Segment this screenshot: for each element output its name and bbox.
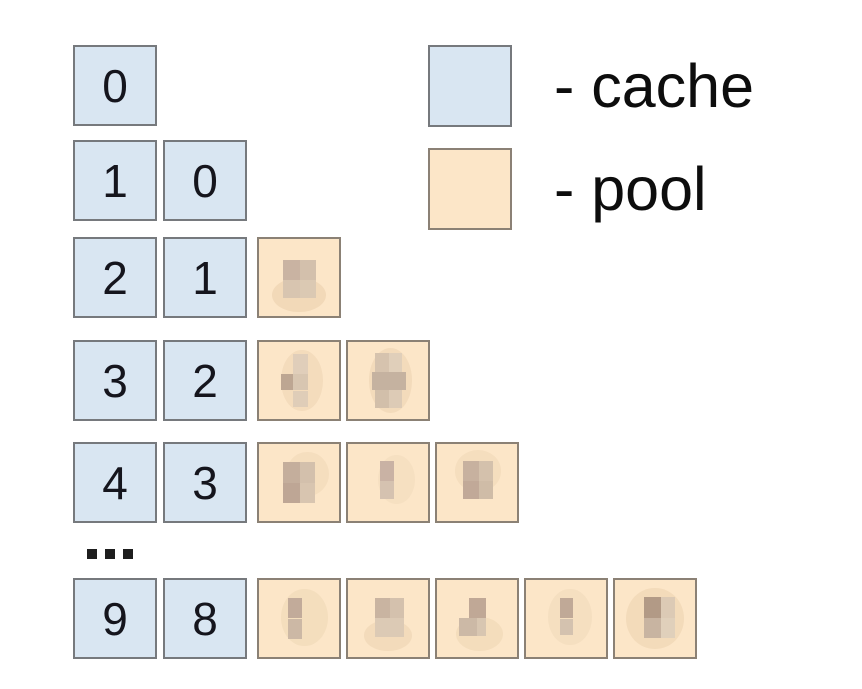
pool-mosaic-cell — [477, 617, 486, 637]
cache-box-label: 1 — [192, 251, 218, 304]
pool-mosaic-cell — [388, 389, 402, 409]
pool-mosaic-cell — [462, 480, 479, 500]
cache-box: 2 — [163, 340, 247, 421]
pool-mosaic-cell — [292, 390, 308, 408]
pool-mosaic-cell — [283, 483, 300, 503]
cache-swatch — [428, 45, 512, 127]
pool-mosaic-cell — [299, 462, 315, 484]
pool-box — [257, 442, 341, 523]
pool-box — [257, 340, 341, 421]
cache-box: 4 — [73, 442, 157, 523]
pool-mosaic-cell — [380, 480, 395, 500]
pool-mosaic-cell — [375, 617, 404, 637]
legend-label-pool: - pool — [554, 154, 707, 223]
pool-box — [613, 578, 697, 659]
cache-box-label: 4 — [102, 456, 128, 509]
pool-mosaic-cell — [643, 617, 662, 638]
pool-mosaic-cell — [287, 598, 303, 619]
pool-box — [346, 578, 430, 659]
pool-mosaic-cell — [643, 596, 662, 618]
pool-mosaic-cell — [462, 460, 479, 481]
pool-mosaic-cell — [299, 279, 316, 299]
cache-box: 2 — [73, 237, 157, 318]
cache-box: 0 — [163, 140, 247, 221]
legend-item-cache: - cache — [428, 45, 754, 127]
pool-mosaic-cell — [292, 354, 308, 375]
cache-box-label: 0 — [102, 59, 128, 112]
pool-mosaic-cell — [469, 597, 486, 618]
cache-box-label: 3 — [102, 354, 128, 407]
pool-box — [346, 442, 430, 523]
pool-box — [257, 578, 341, 659]
pool-mosaic-cell — [283, 279, 300, 299]
pool-mosaic-cell — [559, 618, 574, 636]
pool-mosaic-cell — [390, 598, 404, 618]
pool-mosaic-cell — [375, 389, 389, 409]
pool-mosaic-cell — [375, 352, 389, 373]
cache-box: 1 — [163, 237, 247, 318]
legend-label-cache: - cache — [554, 51, 755, 120]
ellipsis-dot — [105, 549, 115, 559]
pool-mosaic-cell — [559, 598, 574, 619]
pool-mosaic-cell — [661, 596, 675, 618]
legend: - cache - pool — [428, 45, 754, 230]
pool-box — [435, 578, 519, 659]
ellipsis — [87, 549, 133, 559]
legend-item-pool: - pool — [428, 148, 754, 230]
pool-box — [257, 237, 341, 318]
pool-mosaic-cell — [478, 480, 493, 500]
ellipsis-dot — [123, 549, 133, 559]
pool-box — [435, 442, 519, 523]
pool-mosaic-cell — [375, 598, 391, 618]
pool-mosaic-cell — [459, 617, 477, 637]
cache-box-label: 8 — [192, 592, 218, 645]
cache-box: 9 — [73, 578, 157, 659]
pool-mosaic-cell — [283, 259, 300, 280]
pool-mosaic-cell — [287, 618, 303, 639]
pool-mosaic-cell — [299, 483, 315, 503]
pool-box — [524, 578, 608, 659]
pool-mosaic-cell — [478, 460, 493, 481]
pool-mosaic-cell — [388, 352, 402, 373]
cache-box: 0 — [73, 45, 157, 126]
pool-swatch — [428, 148, 512, 230]
pool-mosaic-cell — [283, 462, 300, 484]
cache-box: 8 — [163, 578, 247, 659]
cache-box-label: 0 — [192, 154, 218, 207]
pool-mosaic-cell — [372, 372, 406, 390]
pool-mosaic-cell — [292, 374, 308, 391]
cache-box: 3 — [163, 442, 247, 523]
pool-mosaic-cell — [380, 460, 395, 481]
cache-box-label: 2 — [192, 354, 218, 407]
cache-box: 1 — [73, 140, 157, 221]
cache-box-label: 9 — [102, 592, 128, 645]
cache-box-label: 2 — [102, 251, 128, 304]
ellipsis-dot — [87, 549, 97, 559]
cache-box-label: 3 — [192, 456, 218, 509]
pool-mosaic-cell — [299, 259, 316, 280]
cache-box-label: 1 — [102, 154, 128, 207]
cache-box: 3 — [73, 340, 157, 421]
pool-box — [346, 340, 430, 421]
pool-mosaic-cell — [661, 617, 675, 638]
